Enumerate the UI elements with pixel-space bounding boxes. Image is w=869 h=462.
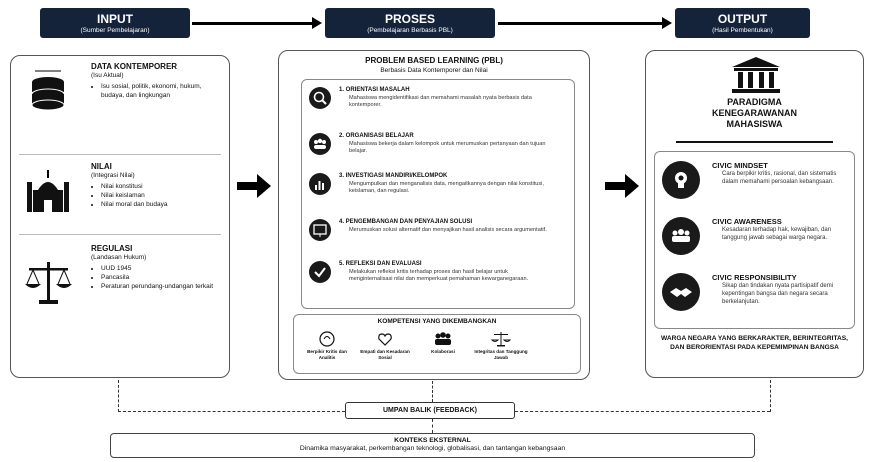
competency-box: KOMPETENSI YANG DIKEMBANGKAN Berpikir Kr… xyxy=(293,314,581,374)
data-title: DATA KONTEMPORER xyxy=(91,62,178,71)
civic-mindset-desc: Cara berpikir kritis, rasional, dan sist… xyxy=(722,171,837,185)
check-icon xyxy=(309,261,331,283)
regulasi-item: Peraturan perundang-undangan terkait xyxy=(101,283,221,292)
paradigm-title-line1: PARADIGMA xyxy=(727,97,782,107)
paradigm-underline xyxy=(676,141,833,143)
step-4-desc: Merumuskan solusi alternatif dan menyaji… xyxy=(349,227,547,233)
civic-responsibility-desc: Sikap dan tindakan nyata partisipatif de… xyxy=(722,283,834,305)
input-section-nilai: NILAI (Integrasi Nilai) Nilai konstitusi… xyxy=(11,156,229,236)
institution-icon xyxy=(728,55,784,100)
feedback-line-output xyxy=(770,380,771,412)
input-header-title: INPUT xyxy=(97,12,133,26)
heart-icon xyxy=(358,329,412,349)
regulasi-title: REGULASI xyxy=(91,244,133,253)
nilai-item: Nilai keislaman xyxy=(101,192,221,201)
proses-header-title: PROSES xyxy=(384,12,435,26)
arrow-input-proses xyxy=(192,17,322,29)
step-5-title: 5. REFLEKSI DAN EVALUASI xyxy=(339,261,422,267)
data-item: Isu sosial, politik, ekonomi, hukum, bud… xyxy=(101,83,221,101)
step-3-desc: Mengumpulkan dan menganalisis data, meng… xyxy=(349,181,544,195)
proses-header: PROSES (Pembelajaran Berbasis PBL) xyxy=(325,8,495,38)
nilai-item: Nilai konstitusi xyxy=(101,183,221,192)
pbl-title: PROBLEM BASED LEARNING (PBL) xyxy=(365,56,503,65)
competency-title: KOMPETENSI YANG DIKEMBANGKAN xyxy=(377,318,497,325)
mosque-icon xyxy=(21,168,76,218)
output-header-title: OUTPUT xyxy=(717,12,768,26)
balance-icon xyxy=(474,329,528,349)
input-column: DATA KONTEMPORER (Isu Aktual) Isu sosial… xyxy=(10,55,230,378)
people-icon xyxy=(662,217,700,255)
step-2-title: 2. ORGANISASI BELAJAR xyxy=(339,133,414,139)
competency-2-label: Empati dan Kesadaran Sosial xyxy=(360,349,410,360)
step-2-desc: Mahasiswa bekerja dalam kelompok untuk m… xyxy=(349,141,546,155)
civic-responsibility-title: CIVIC RESPONSIBILITY xyxy=(712,273,797,282)
output-column: PARADIGMA KENEGARAWANAN MAHASISWA CIVIC … xyxy=(645,50,864,378)
step-5-desc: Melakukan refleksi kritis terhadap prose… xyxy=(349,269,529,283)
database-icon xyxy=(21,68,76,118)
regulasi-item: Pancasila xyxy=(101,274,221,283)
civic-box xyxy=(654,151,855,329)
competency-4-label: Integritas dan Tanggung Jawab xyxy=(474,349,528,360)
magnifier-icon xyxy=(309,87,331,109)
output-statement: WARGA NEGARA YANG BERKARAKTER, BERINTEGR… xyxy=(661,335,848,351)
presentation-icon xyxy=(309,219,331,241)
civic-awareness-title: CIVIC AWARENESS xyxy=(712,217,782,226)
pbl-steps-box xyxy=(301,79,575,309)
context-title: KONTEKS EKSTERNAL xyxy=(394,437,471,444)
team-icon xyxy=(416,329,470,349)
brain-icon xyxy=(300,329,354,349)
feedback-box: UMPAN BALIK (FEEDBACK) xyxy=(345,402,515,419)
step-4-title: 4. PENGEMBANGAN DAN PENYAJIAN SOLUSI xyxy=(339,219,473,225)
step-1-title: 1. ORIENTASI MASALAH xyxy=(339,87,410,93)
competency-3: Kolaborasi xyxy=(416,329,470,355)
nilai-sub: (Integrasi Nilai) xyxy=(91,172,135,179)
feedback-line-left xyxy=(118,411,345,412)
proses-header-sub: (Pembelajaran Berbasis PBL) xyxy=(367,27,453,34)
pbl-subtitle: Berbasis Data Kontemporer dan Nilai xyxy=(380,67,488,74)
competency-2: Empati dan Kesadaran Sosial xyxy=(358,329,412,360)
competency-1-label: Berpikir Kritis dan Analitis xyxy=(307,349,347,360)
nilai-item: Nilai moral dan budaya xyxy=(101,201,221,210)
arrow-proses-output xyxy=(498,17,672,29)
output-header-sub: (Hasil Pembentukan) xyxy=(712,27,773,34)
input-divider xyxy=(19,234,221,235)
step-3-title: 3. INVESTIGASI MANDIRI/KELOMPOK xyxy=(339,173,448,179)
feedback-label: UMPAN BALIK (FEEDBACK) xyxy=(383,407,477,414)
handshake-icon xyxy=(662,273,700,311)
competency-1: Berpikir Kritis dan Analitis xyxy=(300,329,354,360)
feedback-line-input xyxy=(118,380,119,412)
regulasi-sub: (Landasan Hukum) xyxy=(91,254,147,261)
input-header-sub: (Sumber Pembelajaran) xyxy=(80,27,150,34)
regulasi-item: UUD 1945 xyxy=(101,265,221,274)
data-sub: (Isu Aktual) xyxy=(91,72,124,79)
output-header: OUTPUT (Hasil Pembentukan) xyxy=(675,8,810,38)
competency-4: Integritas dan Tanggung Jawab xyxy=(474,329,528,360)
input-section-regulasi: REGULASI (Landasan Hukum) UUD 1945 Panca… xyxy=(11,238,229,368)
arrow-input-to-proses xyxy=(237,174,271,198)
input-header: INPUT (Sumber Pembelajaran) xyxy=(40,8,190,38)
scales-icon xyxy=(21,258,76,308)
arrow-proses-to-output xyxy=(605,174,639,198)
competency-3-label: Kolaborasi xyxy=(431,349,455,354)
group-icon xyxy=(309,133,331,155)
paradigm-title-line3: MAHASISWA xyxy=(726,118,783,129)
bar-chart-icon xyxy=(309,173,331,195)
context-box: KONTEKS EKSTERNAL Dinamika masyarakat, p… xyxy=(110,433,755,458)
paradigm-title-line2: KENEGARAWANAN xyxy=(711,107,797,118)
step-1-desc: Mahasiswa mengidentifikasi dan memahami … xyxy=(349,95,532,109)
input-divider xyxy=(19,154,221,155)
feedback-line-proses xyxy=(432,381,433,402)
context-desc: Dinamika masyarakat, perkembangan teknol… xyxy=(299,445,566,452)
head-icon xyxy=(662,161,700,199)
paradigm-title: PARADIGMA KENEGARAWANAN MAHASISWA xyxy=(646,97,863,129)
input-section-data: DATA KONTEMPORER (Isu Aktual) Isu sosial… xyxy=(11,56,229,151)
context-line xyxy=(432,419,433,433)
nilai-title: NILAI xyxy=(91,162,112,171)
proses-column: PROBLEM BASED LEARNING (PBL) Berbasis Da… xyxy=(278,50,590,380)
feedback-line-right xyxy=(515,411,770,412)
civic-mindset-title: CIVIC MINDSET xyxy=(712,161,768,170)
civic-awareness-desc: Kesadaran terhadap hak, kewajiban, dan t… xyxy=(722,227,832,241)
